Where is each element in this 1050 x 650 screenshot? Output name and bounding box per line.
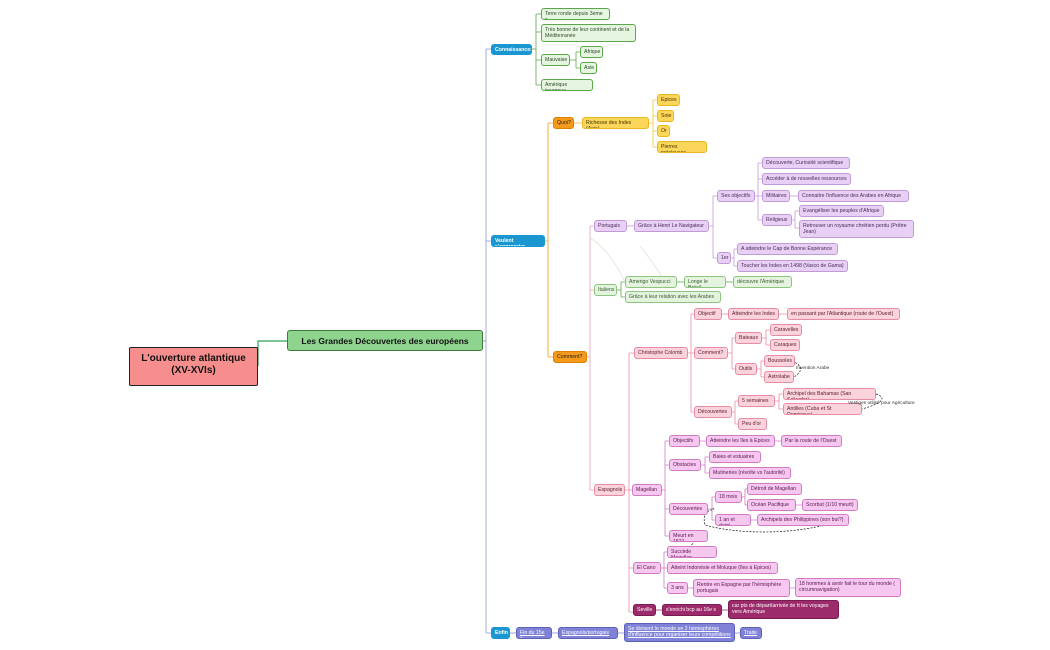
vestiges-annotation: Vestiges utilisé pour Agriculture <box>848 401 915 406</box>
node-soie[interactable]: Soie <box>657 110 674 122</box>
node-astrolabe[interactable]: Astrolabe <box>764 371 794 383</box>
node-peu-or[interactable]: Peu d'or <box>738 418 767 430</box>
node-obstacles[interactable]: Obstacles <box>669 459 701 471</box>
node-colomb-decouvertes[interactable]: Découvertes <box>694 406 732 418</box>
node-portugais[interactable]: Portugais <box>594 220 627 232</box>
node-premier[interactable]: 1er <box>717 252 731 264</box>
main-topic[interactable]: Les Grandes Découvertes des européens <box>287 330 483 351</box>
node-route-ouest-atlantique[interactable]: en passant par l'Atlantique (route de l'… <box>787 308 900 320</box>
node-traite[interactable]: Traite <box>740 627 762 639</box>
node-outils[interactable]: Outils <box>735 363 757 375</box>
node-ses-objectifs[interactable]: Ses objectifs <box>717 190 755 202</box>
node-dix-huit-hommes[interactable]: 18 hommes à avoir fait le tour du monde … <box>795 578 901 597</box>
node-baies[interactable]: Baies et estuaires <box>709 451 761 463</box>
node-atteindre-indes[interactable]: Atteindre les Indes <box>728 308 779 320</box>
node-evangeliser[interactable]: Evangéliser les peuples d'Afrique <box>799 205 884 217</box>
node-amerique-inconnue[interactable]: Amérique inconnue <box>541 79 593 91</box>
node-cap-bonne-esperance[interactable]: A atteindre le Cap de Bonne Espérance <box>737 243 838 255</box>
node-afrique[interactable]: Afrique <box>580 46 603 58</box>
node-colomb-objectif[interactable]: Objectif <box>694 308 722 320</box>
node-boussoles[interactable]: Boussoles <box>764 355 795 367</box>
node-decouverte-curiosite[interactable]: Découverte, Curiosité scientifique <box>762 157 850 169</box>
node-colomb-comment[interactable]: Comment? <box>694 347 728 359</box>
node-espagnols[interactable]: Espagnols <box>594 484 625 496</box>
node-magellan-decouvertes[interactable]: Découvertes <box>669 503 708 515</box>
node-trois-ans[interactable]: 3 ans <box>667 582 688 594</box>
node-philippines[interactable]: Archipels des Philippines (son but?) <box>757 514 849 526</box>
node-henri[interactable]: Grâce à Henri Le Navigateur <box>634 220 709 232</box>
invention-arabe-annotation: Invention Arabe <box>796 366 830 371</box>
node-port-depart[interactable]: car pts de départ/arrivée de tt les voya… <box>728 600 839 619</box>
node-dix-huit-mois[interactable]: 18 mois <box>715 491 742 503</box>
node-meurt[interactable]: Meurt en 1521 <box>669 530 708 542</box>
node-bahamas[interactable]: Archipel des Bahamas (San Salvador) <box>783 388 876 400</box>
node-mauvaise[interactable]: Mauvaise <box>541 54 570 66</box>
branch-connaissances[interactable]: Connaissances <box>491 44 532 55</box>
node-longe-bresil[interactable]: Longe le Brésil <box>684 276 726 288</box>
node-richesse[interactable]: Richesse des Indes (Asie) <box>582 117 649 129</box>
node-enrichi[interactable]: s'enrichi bcp au 16e s <box>662 604 722 616</box>
node-tres-bonne[interactable]: Très bonne de leur continent et de la Mé… <box>541 24 636 42</box>
node-seville[interactable]: Seville <box>633 604 656 616</box>
node-acceder-ressources[interactable]: Accéder à de nouvelles ressources <box>762 173 851 185</box>
node-iles-epices[interactable]: Atteindre les îles à Epices <box>706 435 775 447</box>
node-influence-arabes[interactable]: Connaitre l'influence des Arabes en Afri… <box>798 190 909 202</box>
node-ocean-pacifique[interactable]: Océan Pacifique <box>747 499 796 511</box>
node-divisent-monde[interactable]: Se divisent le monde en 2 hémisphères d'… <box>624 623 735 642</box>
node-toucher-indes[interactable]: Toucher les Indes en 1498 (Vasco de Gama… <box>737 260 848 272</box>
node-amerigo[interactable]: Amerigo Vespucci <box>625 276 677 288</box>
node-indonesie[interactable]: Atteint Indonésie et Moluque (îles à Epi… <box>667 562 778 574</box>
node-or[interactable]: Or <box>657 125 670 137</box>
node-bateaux[interactable]: Bateaux <box>735 332 762 344</box>
node-magellan-objectifs[interactable]: Objectifs <box>669 435 700 447</box>
root-topic[interactable]: L'ouverture atlantique (XV-XVIs) <box>129 347 258 386</box>
node-succede-magellan[interactable]: Succède Magellan <box>667 546 717 558</box>
node-caravelles[interactable]: Caravelles <box>770 324 802 336</box>
node-comment[interactable]: Comment? <box>553 351 587 363</box>
node-asie[interactable]: Asie <box>580 62 597 74</box>
node-italiens[interactable]: Italiens <box>594 284 617 296</box>
node-christophe-colomb[interactable]: Christophe Colomb <box>634 347 688 359</box>
node-detroit-magellan[interactable]: Détroit de Magellan <box>747 483 802 495</box>
node-militaires[interactable]: Militaires <box>762 190 790 202</box>
node-epices[interactable]: Epices <box>657 94 680 106</box>
node-rentre-espagne[interactable]: Rentre en Espagne par l'hémisphère portu… <box>693 579 790 597</box>
node-fin-15e[interactable]: Fin du 15e s <box>516 627 552 639</box>
node-magellan[interactable]: Magellan <box>632 484 662 496</box>
node-royaume-chretien[interactable]: Retrouver un royaume chrétien perdu (Prê… <box>799 220 914 238</box>
node-decouvre-amerique[interactable]: découvre l'Amérique <box>733 276 792 288</box>
node-pierres[interactable]: Pierres précieuses <box>657 141 707 153</box>
node-scorbut[interactable]: Scorbut (1/10 meurt) <box>802 499 858 511</box>
node-route-ouest[interactable]: Par la route de l'Ouest <box>781 435 842 447</box>
node-relation-arabes[interactable]: Grâce à leur relation avec les Arabes <box>625 291 721 303</box>
node-terre-ronde[interactable]: Terre ronde depuis 3eme s <box>541 8 610 20</box>
node-esp-port[interactable]: Espagnols/portugais <box>558 627 618 639</box>
node-caraques[interactable]: Caraques <box>770 339 800 351</box>
node-mutineries[interactable]: Mutineries (révolte vs l'autorité) <box>709 467 791 479</box>
branch-enfin[interactable]: Enfin <box>491 627 510 639</box>
node-an-et-demi[interactable]: 1 an et demi <box>715 514 751 526</box>
node-religieux[interactable]: Religieux <box>762 214 792 226</box>
node-quoi[interactable]: Quoi? <box>553 117 574 129</box>
node-antilles[interactable]: Antilles (Cuba et St Domingue) <box>783 403 862 415</box>
node-cinq-semaines[interactable]: 5 semaines <box>738 395 775 407</box>
branch-veulent[interactable]: Veulent s'approprier <box>491 235 545 247</box>
node-el-cano[interactable]: El Cano <box>633 562 661 574</box>
